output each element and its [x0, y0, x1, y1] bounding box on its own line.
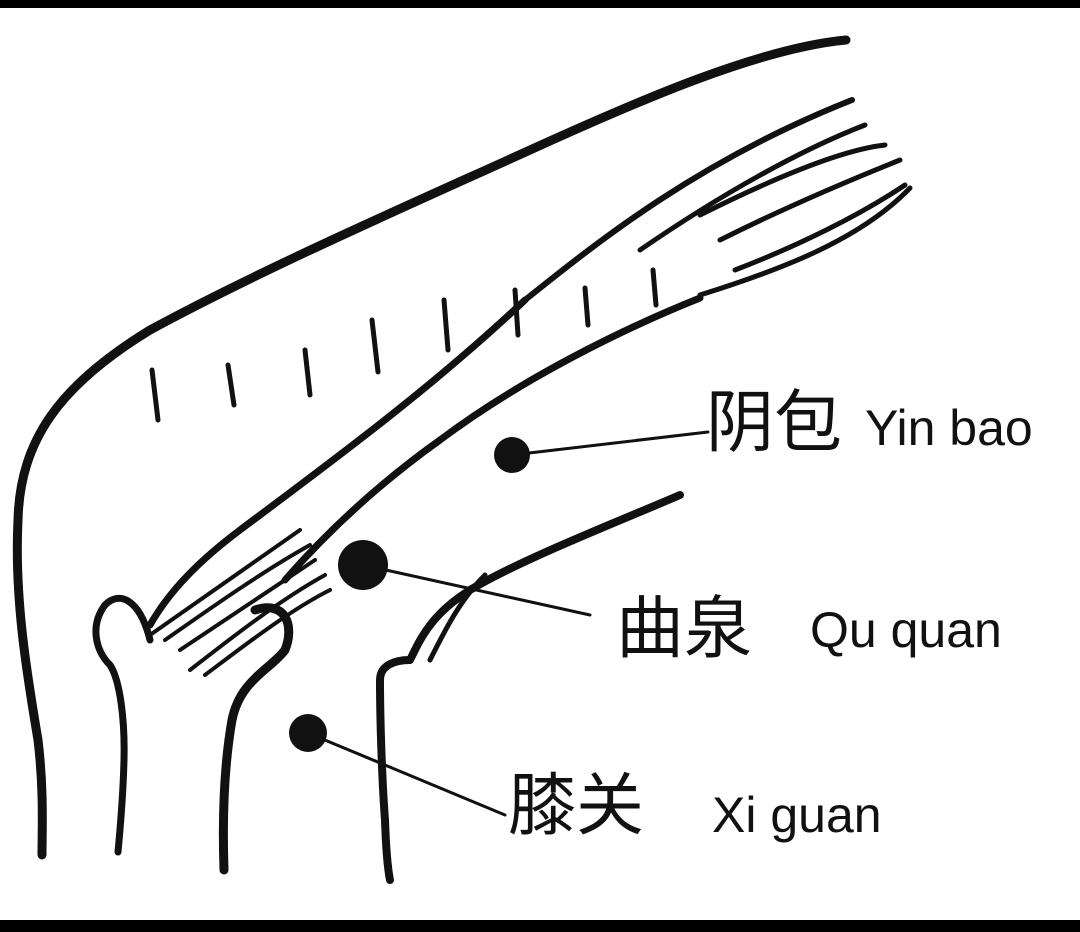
xi-guan-pinyin-label: Xi guan — [712, 787, 882, 843]
tibia-left — [218, 603, 294, 875]
hash-mark — [302, 347, 313, 398]
qu-quan-chinese-label: 曲泉 — [616, 590, 753, 669]
muscle-line-5 — [732, 182, 908, 273]
muscle-line-1 — [522, 97, 855, 303]
hash-mark — [650, 267, 659, 308]
medial-condyle — [92, 594, 154, 856]
hash-mark — [225, 362, 237, 408]
tendon-fiber-1 — [148, 528, 302, 637]
xi-guan-chinese-label: 膝关 — [508, 767, 645, 846]
tendon-fiber-5 — [203, 588, 332, 677]
hash-mark — [441, 297, 451, 353]
yin-bao-leader — [510, 430, 710, 457]
muscle-line-2 — [637, 122, 868, 253]
yin-bao-marker — [494, 437, 530, 473]
tendon-fiber-4 — [188, 573, 327, 672]
qu-quan-leader — [361, 563, 592, 617]
hash-mark — [369, 317, 381, 375]
hash-mark — [582, 285, 591, 328]
muscle-line-6 — [697, 185, 913, 298]
outer-leg-contour — [12, 35, 851, 860]
yin-bao-chinese-label: 阴包 — [706, 384, 843, 463]
muscle-line-4 — [717, 157, 903, 243]
qu-quan-marker — [338, 540, 388, 590]
tendon-fiber-2 — [163, 543, 312, 642]
xi-guan-leader — [306, 731, 507, 817]
tendon-upper — [146, 296, 529, 629]
tendon-lower — [281, 294, 704, 584]
xi-guan-marker — [289, 714, 327, 752]
hash-marks — [149, 267, 659, 423]
muscle-line-3 — [697, 142, 888, 218]
hash-mark — [149, 367, 161, 423]
hash-mark — [512, 287, 521, 338]
yin-bao-pinyin-label: Yin bao — [865, 400, 1033, 456]
inner-leg-contour — [376, 491, 684, 884]
inner-leg-shadow — [427, 572, 488, 663]
tendon-fiber-3 — [178, 558, 317, 652]
qu-quan-pinyin-label: Qu quan — [810, 602, 1002, 658]
